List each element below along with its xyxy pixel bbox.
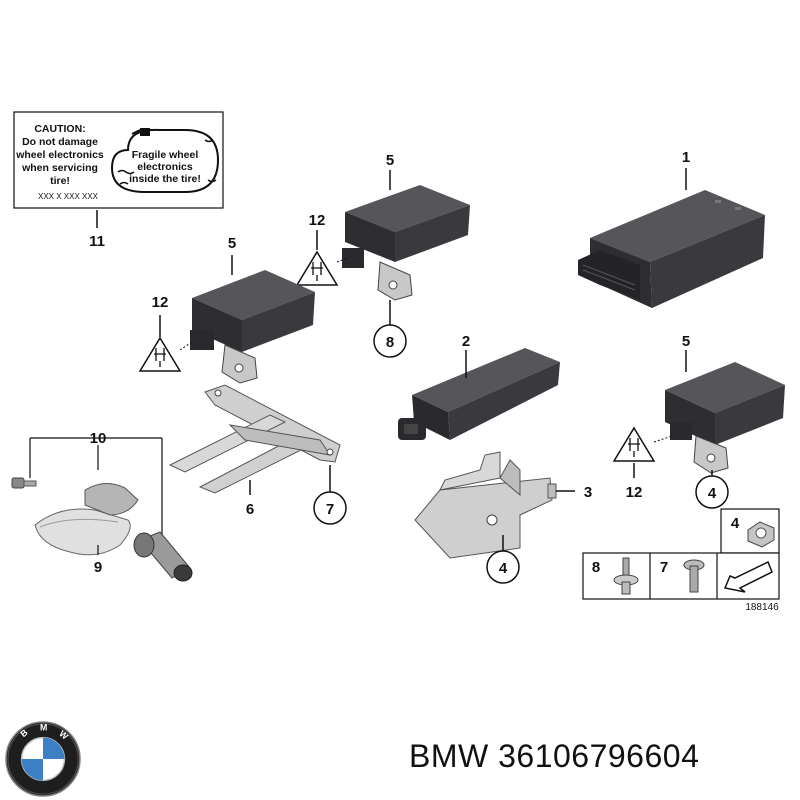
callout-8-circle: 8 [386,334,394,351]
callout-11: 11 [89,233,105,250]
tire-line-1: Fragile wheel [132,149,199,161]
bmw-logo: B M W [5,721,81,797]
callout-5-top: 5 [386,152,394,169]
callout-12-top: 12 [309,212,326,229]
part-number: 36106796604 [498,738,700,774]
antenna-2 [398,348,560,440]
callout-7-table: 7 [660,559,668,576]
valve-stem-icon [133,531,193,582]
svg-text:M: M [40,723,47,733]
nut-icon [747,521,775,548]
caution-line-2: Do not damage [22,136,98,148]
callout-9: 9 [94,559,102,576]
bolt-washer-icon [613,557,639,595]
callout-5-left: 5 [228,235,236,252]
callout-6: 6 [246,501,254,518]
tire-line-3: inside the tire! [129,173,201,185]
svg-text:B: B [18,727,29,739]
callout-10: 10 [90,430,107,447]
bolt-icon [683,559,705,593]
receiver-module-5-right [665,362,785,474]
callout-7-circle: 7 [326,501,334,518]
callout-4-circle-right: 4 [708,485,717,502]
receiver-module-5-left [190,270,315,384]
part-caption: BMW 36106796604 [409,738,699,775]
caution-code: XXX X XXX XXX [38,192,99,201]
callout-12-right: 12 [626,484,643,501]
esd-warning-icon [295,250,339,286]
esd-warning-icon [612,426,656,462]
screw-icon [11,477,37,489]
caution-line-4: when servicing [21,162,98,174]
caution-line-1: CAUTION: [34,123,85,135]
tire-sensor-9 [34,483,139,556]
brand-name: BMW [409,738,489,774]
callout-2: 2 [462,333,470,350]
callout-4-circle-mid: 4 [499,560,508,577]
direction-arrow-icon [723,560,773,593]
caution-line-5: tire! [50,175,70,187]
small-parts-table: 4 8 7 [582,508,780,600]
bracket-6 [168,384,341,494]
callout-3: 3 [584,484,592,501]
tire-icon: Fragile wheel electronics inside the tir… [110,128,220,193]
caution-label: CAUTION: Do not damage wheel electronics… [13,111,224,209]
caution-line-3: wheel electronics [15,149,104,161]
control-unit-1 [578,190,765,308]
receiver-module-5-top [342,185,470,301]
callout-8-table: 8 [592,559,600,576]
callout-5-right: 5 [682,333,690,350]
tire-line-2: electronics [137,161,193,173]
callout-4-table: 4 [731,515,740,532]
callout-1: 1 [682,149,690,166]
callout-12-left: 12 [152,294,169,311]
esd-warning-icon [138,336,182,372]
diagram-reference: 188146 [745,602,779,613]
holder-3 [414,451,557,559]
